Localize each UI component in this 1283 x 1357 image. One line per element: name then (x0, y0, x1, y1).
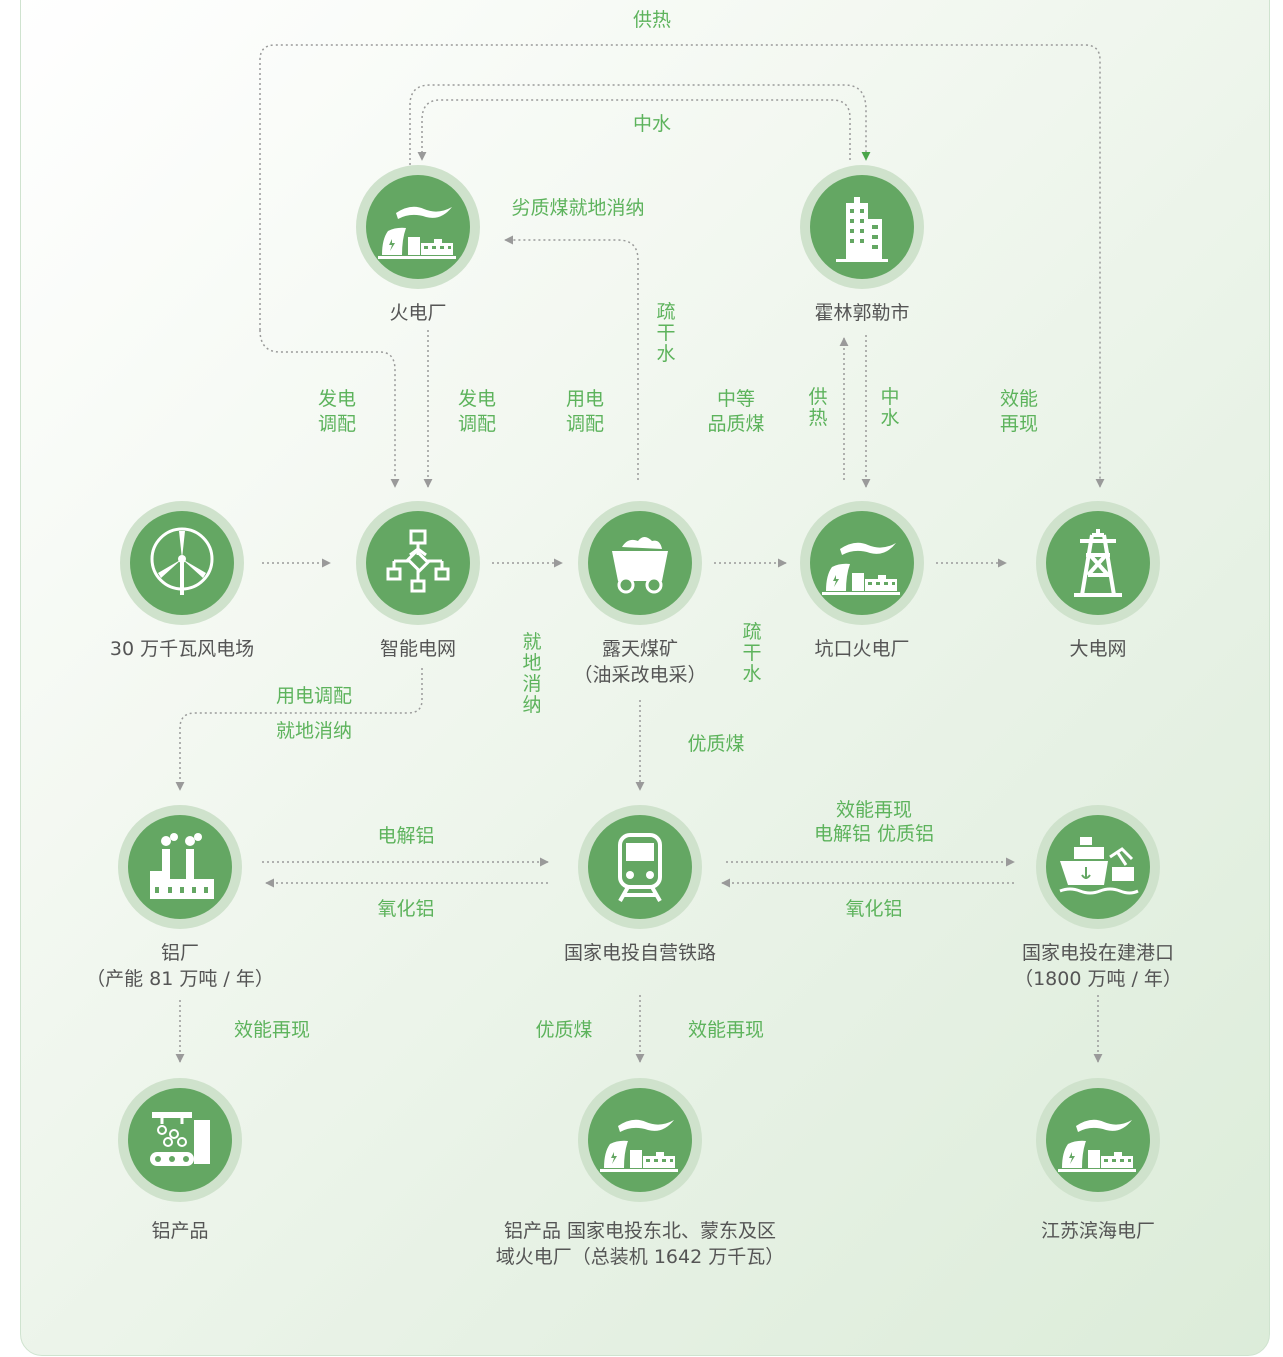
aluminum-plant-label-line1: 铝厂 (160, 942, 199, 964)
transmission-tower-icon (1074, 529, 1122, 597)
edge-label-efficiency-3: 效能再现 (233, 1019, 310, 1041)
edge-label-low-quality-coal: 劣质煤就地消纳 (511, 197, 645, 219)
edge-label-heat-side: 供热 (808, 386, 828, 429)
binhai-plant-label: 江苏滨海电厂 (1040, 1220, 1155, 1242)
edge-reclaimed-water-in (417, 99, 851, 161)
aluminum-plant-label-line2: （产能 81 万吨 / 年） (86, 968, 274, 990)
port-label: 国家电投在建港口 （1800 万吨 / 年） (1000, 940, 1196, 992)
edge-label-usage-dispatch: 用电调配 (565, 388, 604, 435)
big-grid-label: 大电网 (1069, 638, 1127, 660)
edge-label-alumina-2: 氧化铝 (845, 898, 903, 920)
city-label: 霍林郭勒市 (814, 302, 910, 324)
edge-label-electrolytic-al-1: 电解铝 (377, 825, 435, 847)
port-label-line2: （1800 万吨 / 年） (1014, 968, 1182, 990)
northeast-plants-label: 铝产品 国家电投东北、蒙东及区 域火电厂（总装机 1642 万千瓦） (470, 1218, 810, 1270)
cargo-ship-icon (1059, 837, 1139, 895)
mine-node (578, 501, 702, 625)
aluminum-plant-label: 铝厂 （产能 81 万吨 / 年） (70, 940, 290, 992)
aluminum-plant-node (118, 805, 242, 929)
northeast-plants-label-line1: 铝产品 国家电投东北、蒙东及区 (503, 1220, 777, 1242)
port-label-line1: 国家电投在建港口 (1021, 942, 1174, 964)
mine-label-line2: （油采改电采） (573, 664, 707, 686)
power-plant-icon (366, 175, 470, 279)
railway-label: 国家电投自营铁路 (563, 942, 716, 964)
mine-cart-icon (612, 537, 668, 594)
power-plant-icon (588, 1088, 692, 1192)
smart-grid-node (356, 501, 480, 625)
edge-grid-aluminum (175, 668, 423, 791)
mine-label-line1: 露天煤矿 (601, 638, 678, 660)
smart-grid-label: 智能电网 (379, 638, 456, 660)
edge-label-local-consume-2: 就地消纳 (275, 720, 352, 742)
wind-farm-node (120, 501, 244, 625)
factory-icon (150, 833, 214, 899)
edge-label-efficiency-2: 效能再现 (835, 799, 912, 821)
edge-label-high-quality-coal-2: 优质煤 (535, 1019, 593, 1041)
edge-label-usage-dispatch-2: 用电调配 (275, 685, 352, 707)
edge-drain-up (504, 235, 639, 480)
wind-turbine-icon (150, 527, 214, 595)
conveyor-production-icon (150, 1112, 210, 1166)
aluminum-products-node (118, 1078, 242, 1202)
edge-label-alumina-1: 氧化铝 (377, 898, 435, 920)
edge-label-reclaimed-water-top: 中水 (632, 113, 671, 135)
edge-label-medium-coal: 中等品质煤 (707, 388, 765, 435)
edge-heat-top (259, 44, 1105, 488)
northeast-plants-label-line2: 域火电厂（总装机 1642 万千瓦） (495, 1246, 785, 1268)
edge-label-local-consume-vertical: 就地消纳 (522, 631, 542, 716)
edge-label-electrolytic-al-2: 电解铝 优质铝 (813, 823, 935, 845)
railway-node (578, 805, 702, 929)
power-plant-icon (1046, 1088, 1150, 1192)
mine-mouth-plant-label: 坑口火电厂 (814, 638, 910, 660)
edge-label-water-side: 中水 (880, 386, 900, 429)
edge-label-efficiency-1: 效能再现 (999, 388, 1038, 435)
edge-label-heat-top: 供热 (632, 9, 671, 31)
edge-label-efficiency-4: 效能再现 (687, 1019, 764, 1041)
network-flowchart-icon (386, 529, 450, 593)
port-node (1036, 805, 1160, 929)
city-buildings-icon (836, 197, 888, 262)
city-node (800, 165, 924, 289)
edge-label-dispatch-1: 发电调配 (317, 388, 356, 435)
edge-label-dispatch-2: 发电调配 (457, 388, 496, 435)
power-plant-icon (810, 511, 914, 615)
edge-label-drain-water-1: 疏干水 (656, 301, 676, 365)
aluminum-products-label: 铝产品 (151, 1220, 209, 1242)
edge-label-high-quality-coal-1: 优质煤 (687, 733, 745, 755)
northeast-plants-node (578, 1078, 702, 1202)
edge-label-drain-water-2: 疏干水 (742, 621, 762, 685)
thermal-plant-label: 火电厂 (389, 302, 447, 324)
big-grid-node (1036, 501, 1160, 625)
wind-farm-label: 30 万千瓦风电场 (109, 638, 255, 660)
train-icon (618, 833, 662, 902)
mine-label: 露天煤矿 （油采改电采） (560, 636, 720, 688)
mine-mouth-plant-node (800, 501, 924, 625)
binhai-plant-node (1036, 1078, 1160, 1202)
thermal-plant-node (356, 165, 480, 289)
